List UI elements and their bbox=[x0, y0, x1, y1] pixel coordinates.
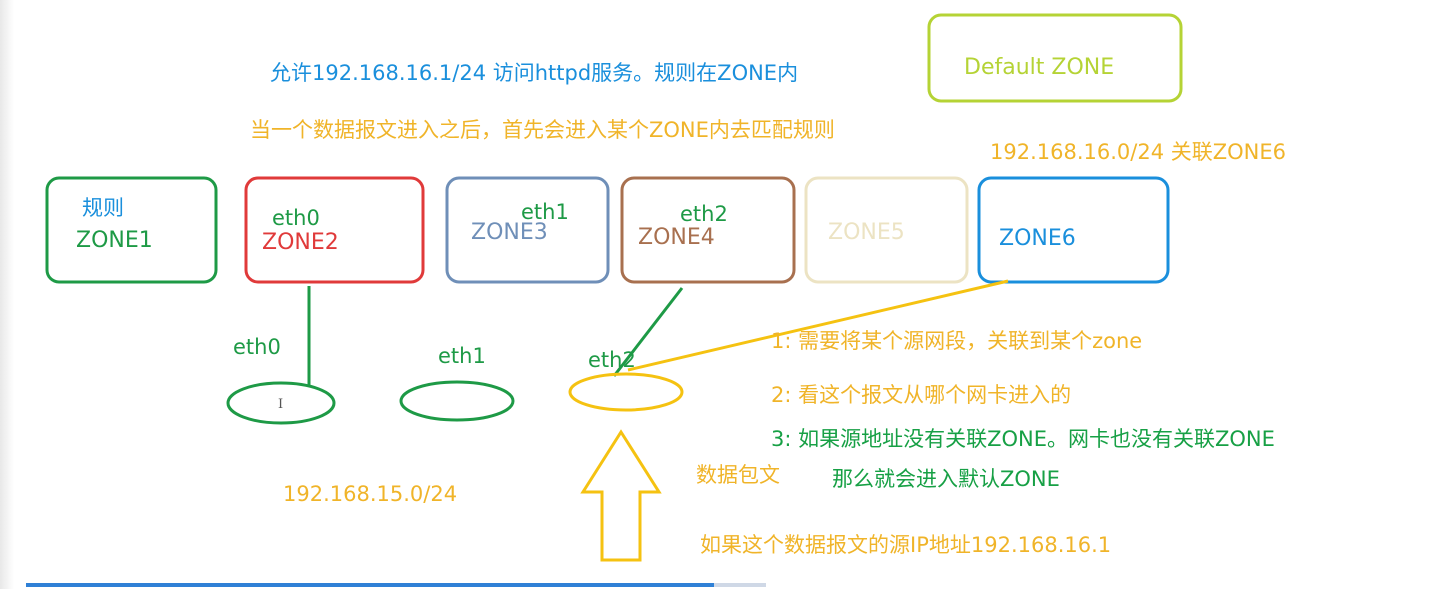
zone4-iface-label: eth2 bbox=[680, 202, 728, 226]
zone3-label: ZONE3 bbox=[471, 220, 548, 245]
zone1-rule-label: 规则 bbox=[82, 196, 124, 220]
eth1-label: eth1 bbox=[438, 344, 486, 368]
zone4-label: ZONE4 bbox=[638, 225, 715, 250]
note-3: 3: 如果源地址没有关联ZONE。网卡也没有关联ZONE bbox=[771, 427, 1275, 451]
default-zone-label: Default ZONE bbox=[964, 55, 1115, 80]
source-ip-note: 如果这个数据报文的源IP地址192.168.16.1 bbox=[700, 533, 1112, 557]
note-3-continued: 那么就会进入默认ZONE bbox=[832, 467, 1060, 491]
text-cursor-icon: I bbox=[278, 397, 284, 412]
zone5-label: ZONE5 bbox=[828, 220, 905, 245]
packet-arrow bbox=[580, 429, 662, 562]
packet-label: 数据包文 bbox=[696, 463, 780, 487]
zone2-label: ZONE2 bbox=[262, 230, 339, 255]
zone2-box bbox=[244, 176, 425, 284]
zone1-box bbox=[45, 176, 218, 284]
eth0-label: eth0 bbox=[233, 335, 281, 359]
diagram-subtitle: 当一个数据报文进入之后，首先会进入某个ZONE内去匹配规则 bbox=[250, 118, 835, 142]
eth2-label: eth2 bbox=[588, 348, 636, 372]
eth0-interface-ellipse bbox=[226, 381, 336, 425]
eth2-interface-ellipse bbox=[568, 372, 684, 412]
zone6-label: ZONE6 bbox=[999, 226, 1076, 251]
zone2-iface-label: eth0 bbox=[272, 206, 320, 230]
video-progress-fill bbox=[26, 583, 715, 587]
zone6-network-label: 192.168.16.0/24 关联ZONE6 bbox=[990, 140, 1286, 164]
eth1-interface-ellipse bbox=[399, 380, 515, 422]
video-progress-bar[interactable] bbox=[26, 583, 766, 587]
zone5-box bbox=[804, 176, 969, 284]
default-zone-box bbox=[927, 13, 1183, 103]
link-source-zone6 bbox=[627, 279, 1009, 372]
zone1-label: ZONE1 bbox=[76, 228, 153, 253]
zone4-box bbox=[620, 176, 796, 284]
zone6-box bbox=[977, 176, 1170, 284]
window-edge-shadow bbox=[0, 0, 14, 589]
note-1: 1: 需要将某个源网段，关联到某个zone bbox=[771, 329, 1143, 353]
zone3-iface-label: eth1 bbox=[521, 200, 569, 224]
link-eth2-zone4 bbox=[612, 287, 684, 377]
network-label: 192.168.15.0/24 bbox=[283, 482, 458, 506]
zone3-box bbox=[445, 176, 610, 284]
diagram-title: 允许192.168.16.1/24 访问httpd服务。规则在ZONE内 bbox=[270, 61, 799, 85]
note-2: 2: 看这个报文从哪个网卡进入的 bbox=[771, 383, 1072, 407]
